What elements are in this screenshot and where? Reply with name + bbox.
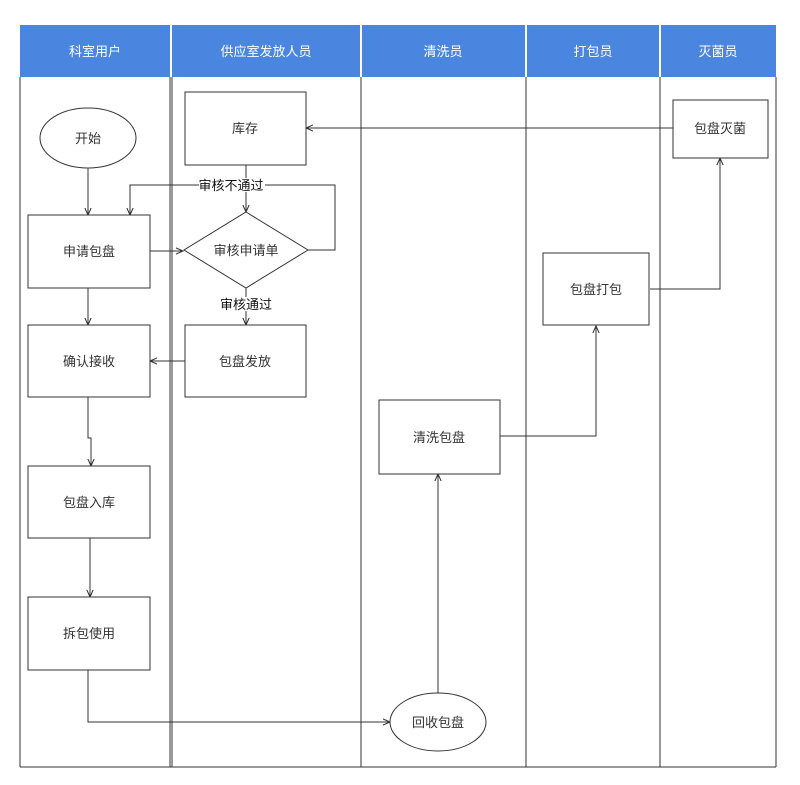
edge-label-bg-fail	[199, 178, 265, 192]
edge-labels: 审核不通过 审核通过	[198, 178, 272, 313]
edges	[88, 128, 720, 722]
node-review-form-label: 审核申请单	[213, 244, 278, 259]
node-apply-tray	[27, 214, 151, 289]
lane-header-cleaner	[362, 25, 525, 77]
node-tray-dispatch-label: 包盘发放	[219, 354, 271, 370]
node-inventory-label: 库存	[232, 121, 258, 137]
node-start-label: 开始	[75, 132, 101, 147]
node-review-form	[183, 211, 309, 289]
node-inventory	[184, 91, 307, 166]
node-start	[39, 107, 137, 169]
lane-title-sterilizer: 灭菌员	[698, 45, 737, 60]
node-pack-tray	[542, 252, 650, 326]
lane-title-supply: 供应室发放人员	[220, 44, 311, 60]
lane-header-sterilizer	[661, 25, 776, 77]
node-sterilize-tray-label: 包盘灭菌	[694, 121, 746, 137]
node-tray-store-label: 包盘入库	[63, 495, 115, 511]
edge-pack-to-sterilize	[650, 158, 720, 290]
edge-label-bg-pass	[220, 297, 272, 311]
node-clean-tray	[378, 399, 501, 475]
node-tray-store	[27, 465, 151, 539]
edge-unpack-to-recycle	[87, 670, 390, 722]
edge-review-fail	[130, 184, 336, 251]
nodes: 开始 申请包盘 确认接收 包盘入库 拆包使用 库存 审核申请单 包盘发放 清洗包…	[27, 91, 769, 752]
node-sterilize-tray	[672, 99, 769, 159]
lane-header-supply	[172, 25, 360, 77]
lane-borders	[19, 77, 777, 768]
node-confirm-receive-label: 确认接收	[63, 354, 115, 370]
node-unpack-use-label: 拆包使用	[63, 626, 115, 642]
lane-header-department	[20, 25, 170, 77]
lane-headers: 科室用户 供应室发放人员 清洗员 打包员 灭菌员	[20, 25, 776, 77]
node-recycle-tray	[389, 692, 487, 752]
node-unpack-use	[27, 596, 151, 671]
lane-header-packer	[527, 25, 659, 77]
edge-label-review-pass: 审核通过	[220, 298, 272, 313]
node-apply-tray-label: 申请包盘	[63, 244, 115, 260]
lane-title-packer: 打包员	[573, 45, 612, 60]
node-tray-dispatch	[184, 324, 307, 398]
node-confirm-receive	[27, 324, 151, 398]
edge-confirm-to-store	[88, 397, 91, 466]
node-clean-tray-label: 清洗包盘	[413, 430, 465, 446]
edge-label-review-fail: 审核不通过	[198, 179, 263, 194]
node-recycle-tray-label: 回收包盘	[412, 715, 464, 731]
lane-title-department: 科室用户	[69, 44, 121, 60]
lane-title-cleaner: 清洗员	[423, 45, 462, 60]
node-pack-tray-label: 包盘打包	[570, 282, 622, 298]
edge-clean-to-pack	[500, 326, 596, 437]
